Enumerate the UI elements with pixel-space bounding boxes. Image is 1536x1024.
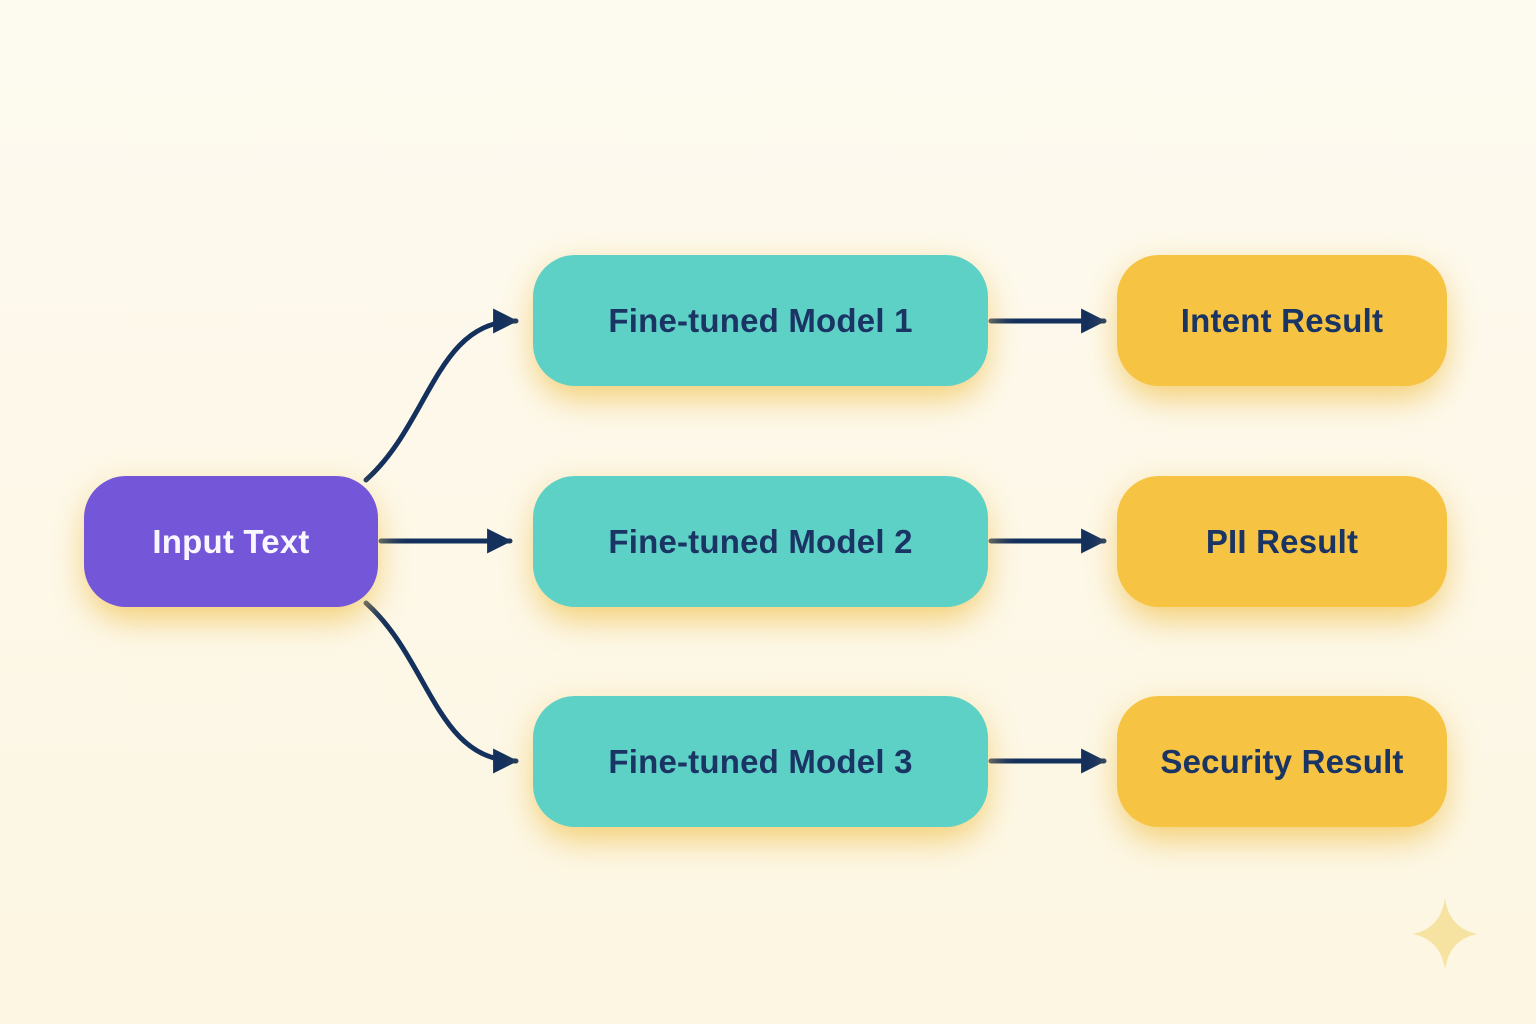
node-input-text-label: Input Text bbox=[152, 522, 310, 560]
node-fine-tuned-model-1-label: Fine-tuned Model 1 bbox=[608, 301, 913, 339]
node-security-result: Security Result bbox=[1117, 696, 1447, 827]
node-intent-result: Intent Result bbox=[1117, 255, 1447, 386]
node-fine-tuned-model-3-label: Fine-tuned Model 3 bbox=[608, 742, 913, 780]
node-fine-tuned-model-1: Fine-tuned Model 1 bbox=[533, 255, 988, 386]
arrow-input-to-model-1 bbox=[363, 308, 519, 483]
node-pii-result: PII Result bbox=[1117, 476, 1447, 607]
arrow-input-to-model-3 bbox=[363, 600, 519, 774]
sparkle-icon bbox=[1413, 898, 1477, 970]
node-fine-tuned-model-3: Fine-tuned Model 3 bbox=[533, 696, 988, 827]
node-pii-result-label: PII Result bbox=[1205, 522, 1359, 560]
node-intent-result-label: Intent Result bbox=[1180, 301, 1384, 339]
node-input-text: Input Text bbox=[84, 476, 378, 607]
node-fine-tuned-model-2: Fine-tuned Model 2 bbox=[533, 476, 988, 607]
node-security-result-label: Security Result bbox=[1160, 742, 1404, 780]
node-fine-tuned-model-2-label: Fine-tuned Model 2 bbox=[608, 522, 913, 560]
